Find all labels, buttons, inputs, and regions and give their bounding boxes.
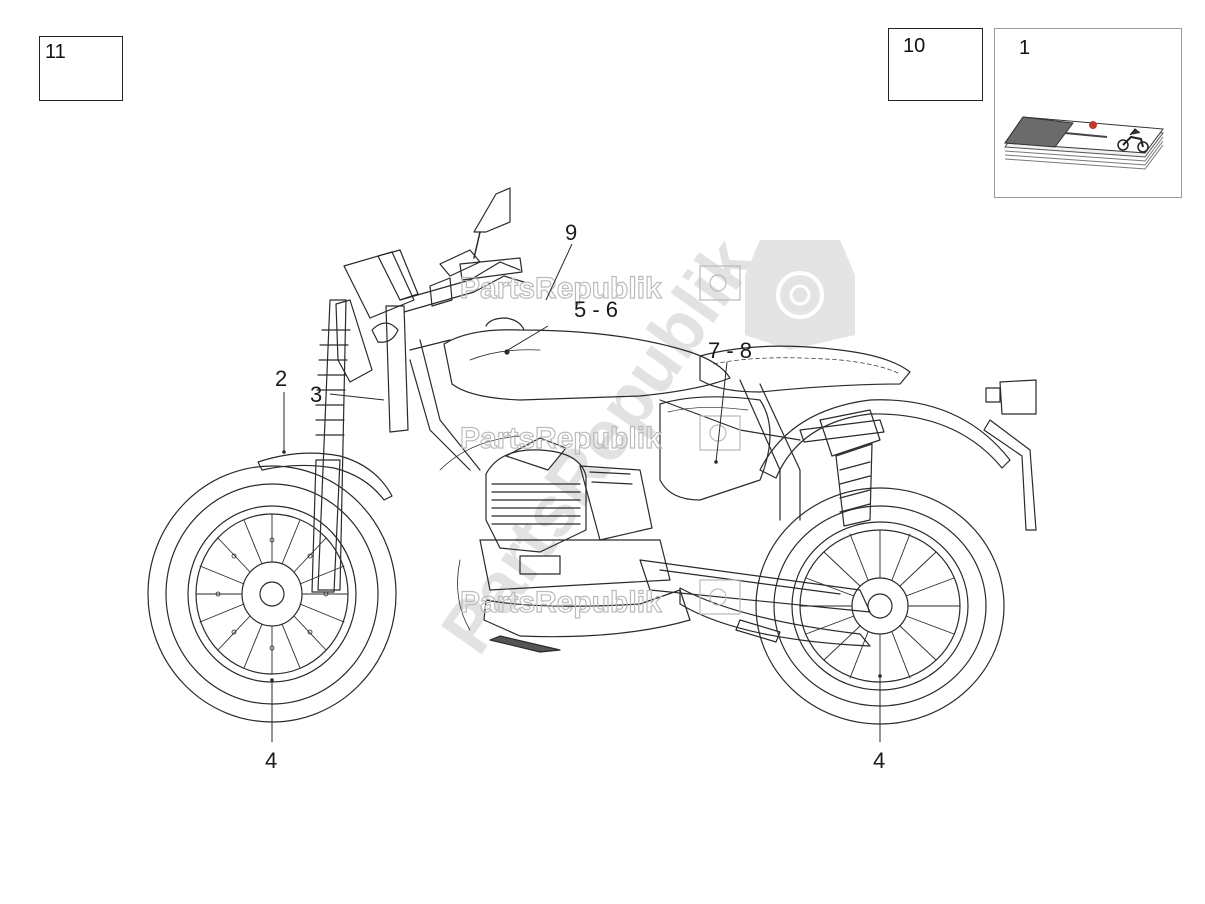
- rear-fender: [759, 379, 1037, 531]
- seat: [699, 345, 911, 393]
- rear-wheel: [755, 487, 1005, 725]
- watermark-diagonal: PartsRepublik: [426, 224, 770, 667]
- part-number-1: 1: [1019, 37, 1031, 59]
- engine: [479, 437, 691, 653]
- callout-9[interactable]: 9: [565, 220, 577, 245]
- part-number-11: 11: [45, 41, 66, 63]
- fuel-tank: [443, 317, 731, 401]
- watermark-small-1: PartsRepublik: [459, 271, 662, 305]
- callout-2[interactable]: 2: [275, 366, 287, 391]
- watermark-text-diagonal: PartsRepublik: [426, 224, 770, 667]
- swingarm: [639, 559, 871, 647]
- watermark-text-1: PartsRepublik: [460, 272, 662, 305]
- callout-4-front[interactable]: 4: [265, 748, 277, 773]
- gear-icon: [745, 240, 855, 350]
- callout-7-8[interactable]: 7 - 8: [708, 338, 752, 363]
- watermark-text-2: PartsRepublik: [460, 422, 662, 455]
- headlight-assembly: [335, 249, 419, 383]
- callout-3[interactable]: 3: [310, 382, 322, 407]
- part-box-11[interactable]: 11: [39, 36, 123, 101]
- watermark-layer: PartsRepublik: [426, 224, 855, 667]
- gear-icon: [699, 265, 741, 615]
- front-fender: [257, 452, 393, 501]
- callout-5-6[interactable]: 5 - 6: [574, 297, 618, 322]
- frame: [409, 339, 801, 521]
- front-fork: [311, 299, 409, 593]
- rear-shock: [799, 409, 885, 527]
- front-wheel: [147, 465, 397, 723]
- watermark-text-3: PartsRepublik: [460, 586, 662, 619]
- watermark-small-3: PartsRepublik: [459, 585, 662, 619]
- owners-manual-icon: [1004, 116, 1164, 170]
- callout-4-rear[interactable]: 4: [873, 748, 885, 773]
- part-box-1[interactable]: 1: [994, 28, 1182, 198]
- side-cover: [659, 396, 771, 501]
- part-number-10: 10: [903, 35, 926, 57]
- part-box-10[interactable]: 10: [888, 28, 983, 101]
- watermark-small-2: PartsRepublik: [459, 421, 662, 455]
- leader-lines: [271, 243, 881, 742]
- handlebar-assembly: [399, 187, 525, 313]
